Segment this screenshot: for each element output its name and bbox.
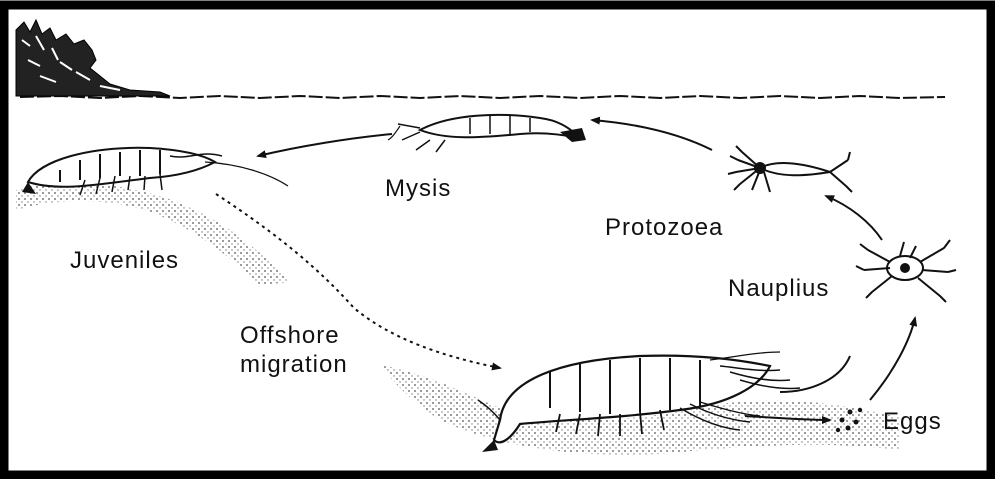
frame-border <box>4 5 991 475</box>
arrow-nauplius-to-protozoea <box>826 196 882 240</box>
label-protozoea: Protozoea <box>605 214 723 241</box>
arrow-mysis-to-juveniles <box>258 134 392 156</box>
label-nauplius: Nauplius <box>728 275 829 302</box>
mysis-larva-icon <box>388 115 586 152</box>
label-offshore: Offshore <box>240 322 340 349</box>
vegetation-icon <box>16 20 170 96</box>
label-mysis: Mysis <box>385 175 451 202</box>
arrow-adult-spawning <box>780 356 850 392</box>
arrow-eggs-to-nauplius <box>870 318 915 400</box>
protozoea-larva-icon <box>728 146 852 192</box>
label-migration: migration <box>240 351 348 378</box>
label-juveniles: Juveniles <box>70 247 179 274</box>
label-eggs: Eggs <box>883 408 942 435</box>
nauplius-larva-icon <box>856 240 956 302</box>
arrow-protozoea-to-mysis <box>592 120 712 150</box>
